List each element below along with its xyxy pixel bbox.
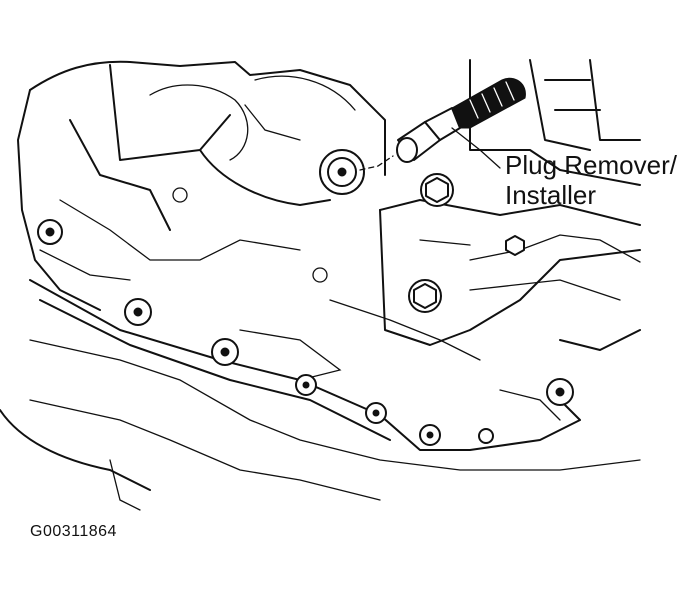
- plug-port: [319, 149, 394, 195]
- callout-line-1: Plug Remover/: [505, 150, 677, 180]
- pan-bolts: [37, 173, 574, 446]
- figure-id: G00311864: [30, 523, 117, 540]
- transmission-housing: [17, 60, 386, 311]
- callout-leader-line: [451, 127, 501, 169]
- plug-remover-tool: [396, 77, 526, 163]
- callout-line-2: Installer: [505, 180, 597, 210]
- plug-remover-callout: Plug Remover/ Installer: [505, 150, 677, 210]
- oil-pan: [0, 279, 641, 511]
